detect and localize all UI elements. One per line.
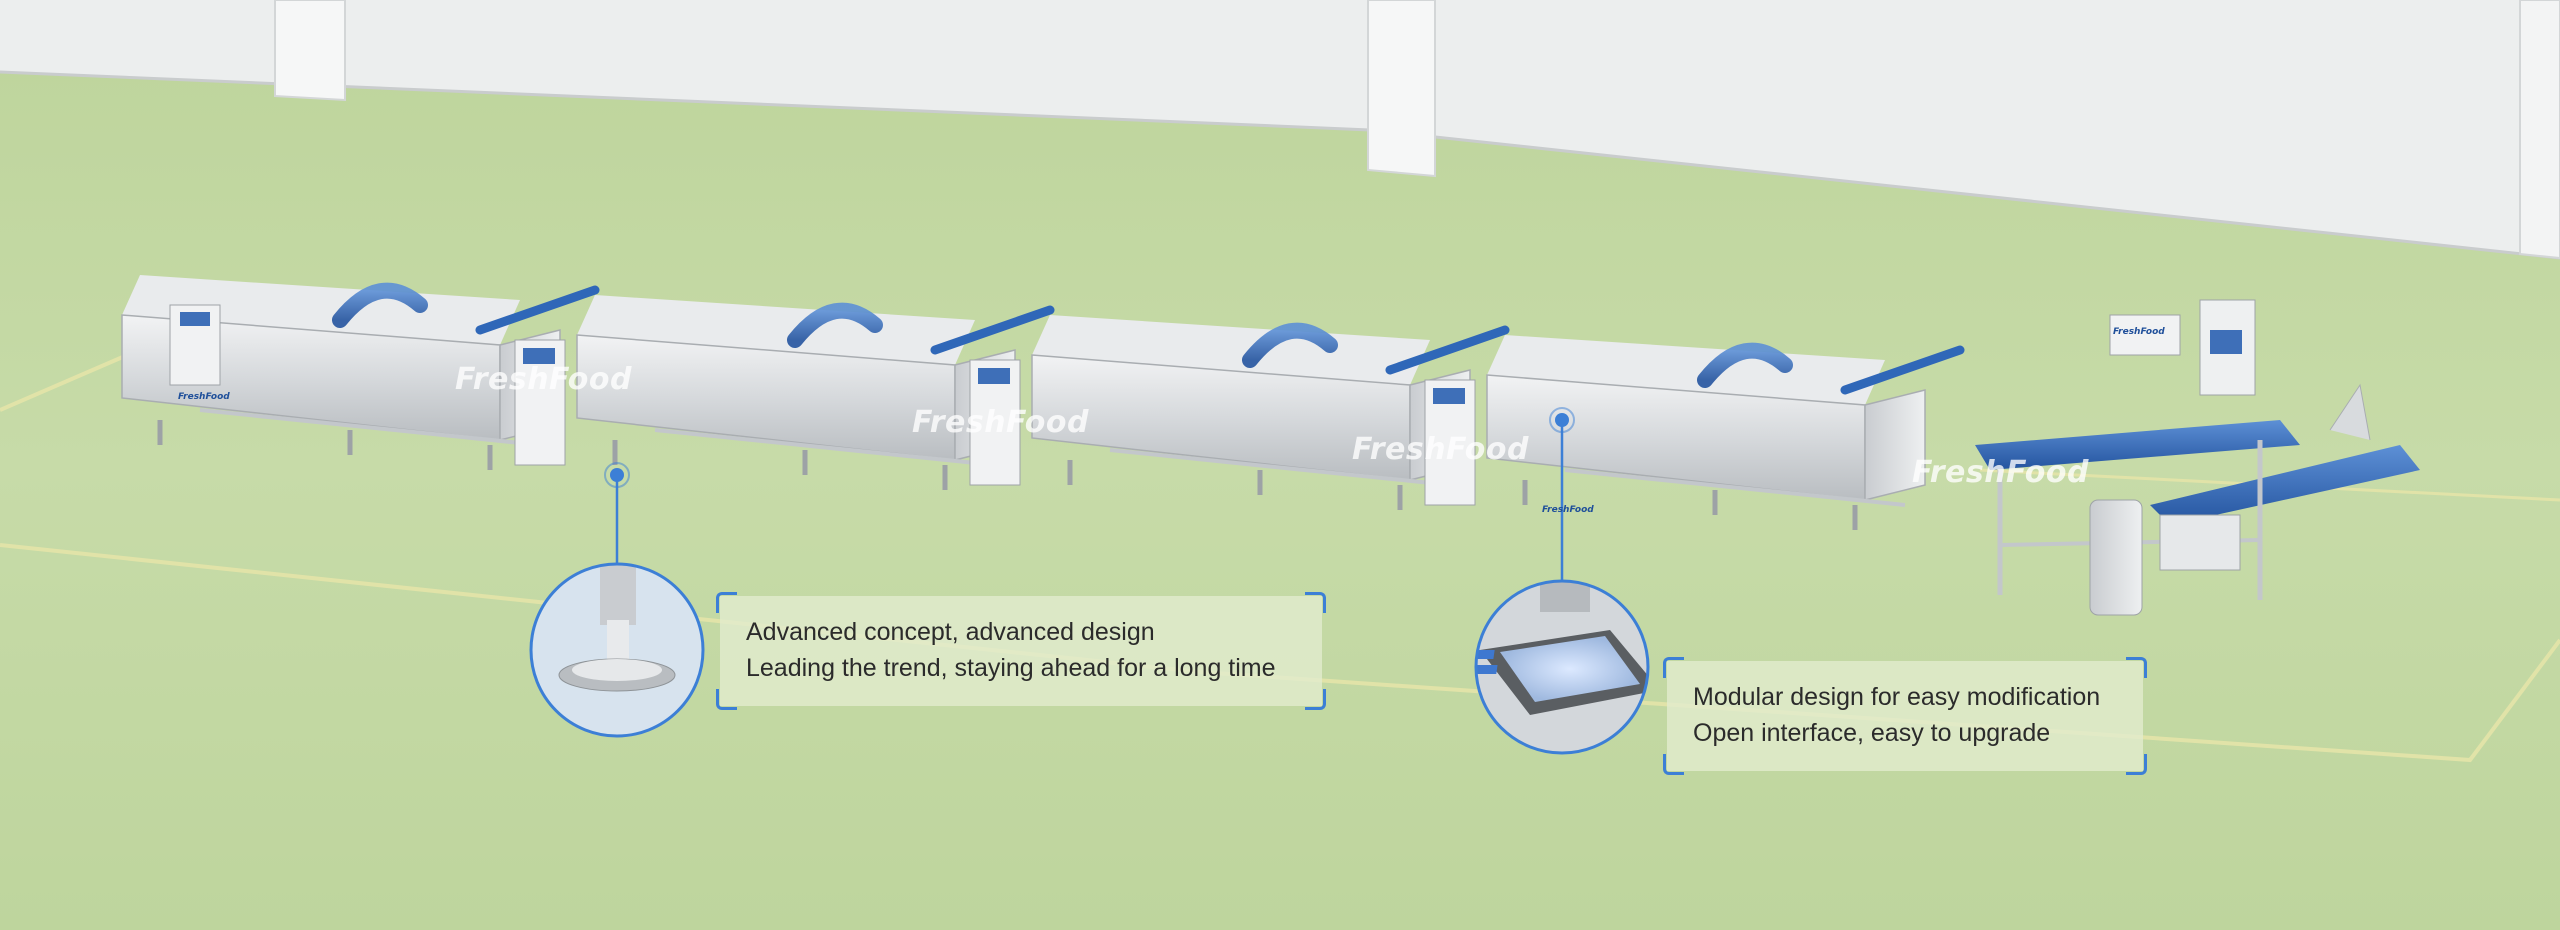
- floor-line: [0, 354, 126, 412]
- adjustable-foot-detail: [531, 564, 703, 736]
- brand-watermark: FreshFood: [1352, 432, 1529, 467]
- brand-watermark: FreshFood: [455, 362, 632, 397]
- bracket-corner: [1663, 657, 1684, 678]
- callout-line: Modular design for easy modification: [1693, 683, 2101, 711]
- bracket-corner: [1305, 592, 1326, 613]
- back-wall: [0, 0, 2560, 258]
- brand-watermark: FreshFood: [1912, 455, 2089, 490]
- wall-pillar-1: [274, 0, 346, 102]
- callout-line: Advanced concept, advanced design: [746, 618, 1155, 646]
- bracket-corner: [1305, 689, 1326, 710]
- bracket-corner: [716, 689, 737, 710]
- output-station: [1975, 299, 2420, 616]
- callout-line: Leading the trend, staying ahead for a l…: [746, 654, 1276, 682]
- panel-label: FreshFood: [2113, 327, 2165, 337]
- callout-line: Open interface, easy to upgrade: [1693, 719, 2051, 747]
- bracket-corner: [1663, 754, 1684, 775]
- washer-module-4: [1424, 335, 1965, 530]
- touch-screen-detail: [1476, 581, 1648, 753]
- callout-modular: Modular design for easy modification Ope…: [1663, 657, 2147, 775]
- wall-pillar-2: [1367, 0, 1436, 178]
- panel-label: FreshFood: [178, 392, 230, 402]
- bracket-corner: [716, 592, 737, 613]
- bracket-corner: [2126, 754, 2147, 775]
- brand-watermark: FreshFood: [912, 405, 1089, 440]
- bracket-corner: [2126, 657, 2147, 678]
- panel-label: FreshFood: [1542, 505, 1594, 515]
- callout-design: Advanced concept, advanced design Leadin…: [716, 592, 1326, 710]
- washer-module-2: [514, 295, 1055, 490]
